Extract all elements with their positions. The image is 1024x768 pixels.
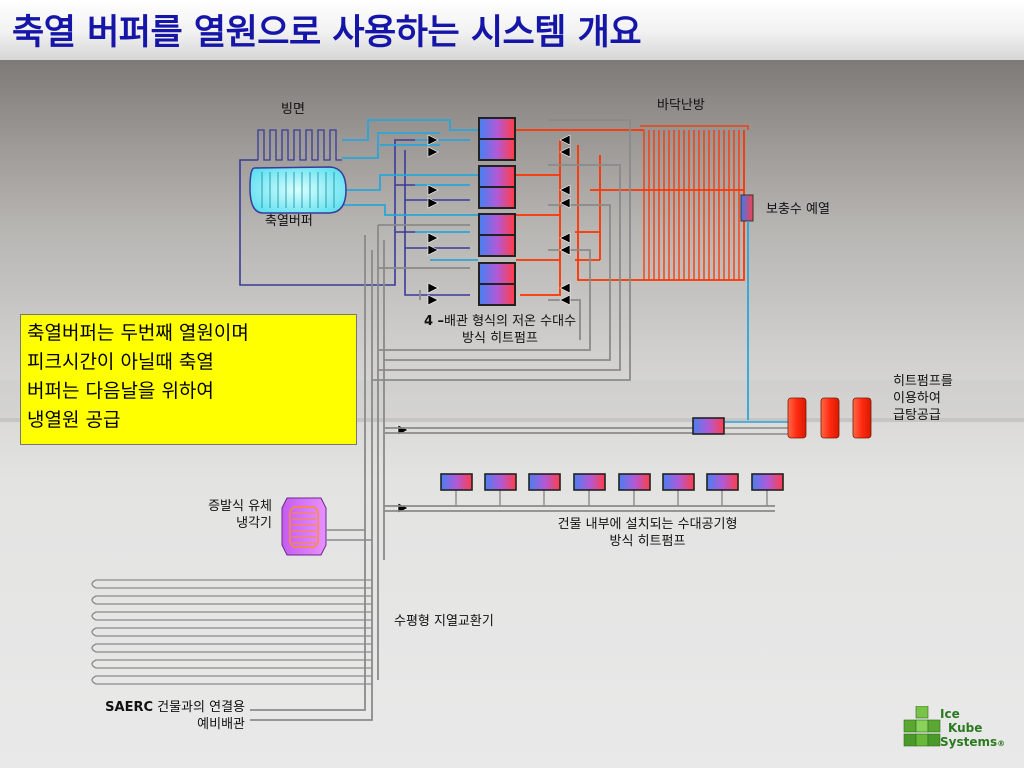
label-thermal-buffer: 축열버퍼 xyxy=(265,214,313,229)
label-hot-water-line3: 급탕공급 xyxy=(893,408,941,423)
logo-word-kube: Kube xyxy=(948,721,983,735)
label-hot-water-line1: 히트펌프를 xyxy=(893,374,953,389)
buffer-callout-box: 축열버퍼는 두번째 열원이며 피크시간이 아닐때 축열 버퍼는 다음날을 위하여… xyxy=(20,314,357,445)
valve-arrow-right xyxy=(427,244,439,256)
valve-arrow-left xyxy=(559,232,571,244)
label-floor-heating: 바닥난방 xyxy=(657,98,705,113)
label-saerc-line2: 예비배관 xyxy=(197,717,245,732)
valve-arrow-right xyxy=(427,146,439,158)
label-ground-hx: 수평형 지열교환기 xyxy=(394,614,494,629)
heat-pump-4pipe-unit xyxy=(478,262,516,306)
label-heat-pump-4pipe-line1: 배관 형식의 저온 수대수 xyxy=(444,314,577,329)
hot-water-heat-pump xyxy=(692,417,725,435)
valve-arrow-right xyxy=(427,184,439,196)
callout-line3: 버퍼는 다음날을 위하여 xyxy=(27,380,214,402)
thermal-buffer-tank xyxy=(249,166,347,214)
ice-kube-logo: Ice Kube Systems® xyxy=(902,704,1014,754)
valve-arrow-left xyxy=(559,244,571,256)
callout-line4: 냉열원 공급 xyxy=(27,409,121,431)
indoor-heat-pump-unit xyxy=(440,473,473,506)
indoor-heat-pump-unit xyxy=(484,473,517,506)
valve-arrow-right xyxy=(427,232,439,244)
indoor-heat-pump-unit xyxy=(662,473,695,506)
valve-arrow-right xyxy=(427,294,439,306)
valve-arrow-left xyxy=(559,282,571,294)
navy-pipe-loop xyxy=(239,139,470,296)
label-saerc-bold: SAERC xyxy=(105,700,153,715)
cube-logo-icon xyxy=(903,706,941,747)
hot-water-line xyxy=(384,421,790,435)
label-indoor-heat-pump: 건물 내부에 설치되는 수대공기형 방식 히트펌프 xyxy=(505,516,790,550)
callout-line2: 피크시간이 아닐때 축열 xyxy=(27,351,214,373)
valve-arrows xyxy=(397,134,571,514)
indoor-heat-pump-unit xyxy=(573,473,606,506)
logo-word-systems-text: Systems xyxy=(940,735,998,749)
label-saerc: SAERC 건물과의 연결용 예비배관 xyxy=(40,699,245,733)
indoor-heat-pump-unit xyxy=(618,473,651,506)
hot-water-tanks xyxy=(787,397,872,439)
label-ice-surface: 빙면 xyxy=(281,102,305,117)
valve-arrow-left xyxy=(559,146,571,158)
heat-pump-4pipe-unit xyxy=(478,165,516,209)
ground-heat-exchanger xyxy=(91,579,372,685)
heat-pump-4pipe-unit xyxy=(478,213,516,257)
label-indoor-heat-pump-line2: 방식 히트펌프 xyxy=(609,534,686,549)
label-evap-cooler: 증발식 유체 냉각기 xyxy=(170,498,272,532)
floor-heating-coil xyxy=(640,125,749,280)
makeup-preheater xyxy=(740,194,754,420)
valve-arrow-left xyxy=(559,134,571,146)
indoor-heat-pumps xyxy=(384,473,784,512)
slide-title: 축열 버퍼를 열원으로 사용하는 시스템 개요 xyxy=(12,13,642,53)
indoor-heat-pump-unit xyxy=(751,473,784,506)
label-indoor-heat-pump-line1: 건물 내부에 설치되는 수대공기형 xyxy=(557,517,738,532)
valve-arrow-right xyxy=(427,134,439,146)
heat-pump-4pipe-unit xyxy=(478,117,516,161)
label-makeup-preheat: 보충수 예열 xyxy=(766,202,830,217)
logo-word-ice: Ice xyxy=(940,707,960,721)
label-evap-cooler-line2: 냉각기 xyxy=(236,516,272,531)
title-bar: 축열 버퍼를 열원으로 사용하는 시스템 개요 xyxy=(0,0,1024,60)
valve-arrow-left xyxy=(559,294,571,306)
cold-pipes xyxy=(342,119,478,261)
valve-arrow-right xyxy=(427,197,439,209)
label-heat-pump-4pipe: 4 –배관 형식의 저온 수대수 방식 히트펌프 xyxy=(390,313,610,347)
saerc-pipes xyxy=(250,690,373,721)
ice-surface-coil xyxy=(257,129,342,161)
logo-word-systems: Systems® xyxy=(940,736,1005,750)
callout-line1: 축열버퍼는 두번째 열원이며 xyxy=(27,322,249,344)
heat-pump-4pipe-group xyxy=(478,117,516,306)
valve-arrow-left xyxy=(559,184,571,196)
valve-arrow-left xyxy=(559,197,571,209)
indoor-heat-pump-unit xyxy=(706,473,739,506)
indoor-heat-pump-unit xyxy=(528,473,561,506)
label-saerc-line1: 건물과의 연결용 xyxy=(153,700,245,715)
label-evap-cooler-line1: 증발식 유체 xyxy=(208,499,272,514)
valve-arrow-right xyxy=(427,282,439,294)
logo-registered-mark: ® xyxy=(997,739,1006,748)
evaporative-cooler xyxy=(281,497,372,556)
label-hot-water: 히트펌프를 이용하여 급탕공급 xyxy=(893,373,953,424)
label-hot-water-line2: 이용하여 xyxy=(893,391,941,406)
grey-pipes-left xyxy=(364,224,470,700)
label-heat-pump-4pipe-bold: 4 – xyxy=(423,314,445,329)
label-heat-pump-4pipe-line2: 방식 히트펌프 xyxy=(462,331,538,346)
